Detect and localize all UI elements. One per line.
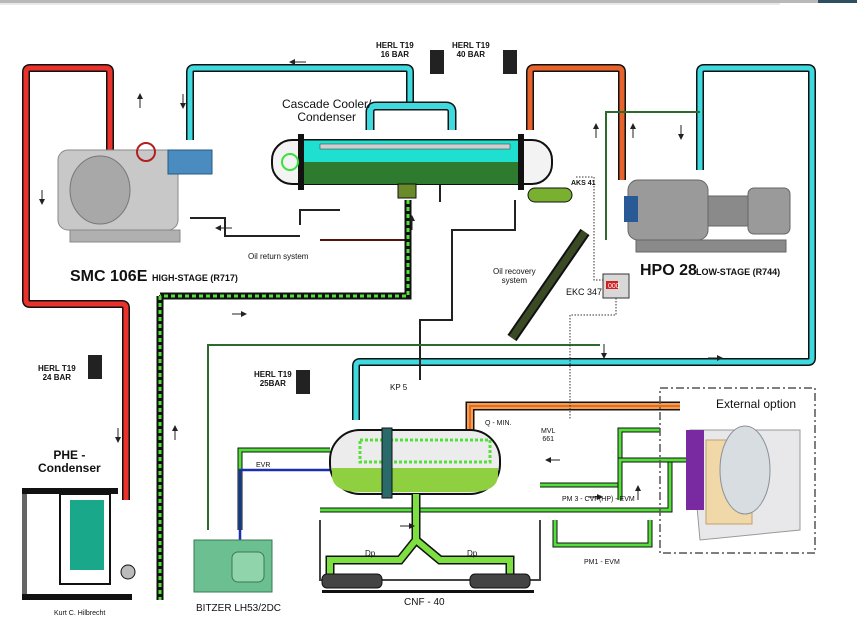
liquid-return-line	[156, 200, 412, 600]
valve-pressure: 40 BAR	[456, 49, 486, 59]
ekc-347-controller	[602, 273, 630, 299]
valve-pressure: 25BAR	[259, 378, 286, 388]
ekc-347-label: EKC 347	[566, 287, 603, 297]
bitzer-unit	[193, 539, 273, 593]
aks-41-label: AKS 41	[571, 180, 596, 187]
co2-receiver-vessel	[329, 427, 501, 499]
safety-valve-16bar	[430, 50, 444, 74]
valve-model: HERL T19	[254, 370, 292, 379]
safety-valve-25bar	[296, 370, 310, 394]
dp-right-label: Dp	[467, 549, 478, 558]
external-option-label: External option	[716, 397, 797, 411]
window-top-shadow	[0, 3, 780, 5]
co2-liquid-line	[465, 401, 680, 440]
valve-pressure: 24 BAR	[42, 372, 72, 382]
smc-106e-compressor	[57, 142, 213, 243]
valve-model: HERL T19	[376, 41, 414, 50]
high-stage-label: HIGH-STAGE (R717)	[152, 273, 238, 283]
evr-label: EVR	[256, 462, 271, 469]
pm3-label: PM 3 - CVP(HP) - EVM	[562, 496, 635, 503]
external-option-box	[659, 387, 816, 554]
dp-left-label: Dp	[365, 549, 376, 558]
window-top-corner	[818, 0, 857, 3]
cnf-40-label: CNF - 40	[404, 597, 445, 608]
hpo-28-compressor	[624, 179, 791, 253]
flow-arrows	[39, 59, 723, 529]
pm1-label: PM1 - EVM	[584, 559, 620, 566]
oil-recovery-line1: Oil recovery	[493, 267, 536, 276]
safety-valve-24bar-label: HERL T19 24 BAR	[38, 364, 76, 383]
low-stage-label: LOW-STAGE (R744)	[696, 267, 781, 277]
hpo-model-label: HPO 28	[640, 262, 697, 279]
safety-valve-25bar-label: HERL T19 25BAR	[254, 370, 292, 389]
co2-discharge-line	[526, 64, 626, 180]
oil-recovery-tube	[507, 228, 590, 342]
q-min-label: Q - MIN.	[485, 420, 512, 427]
phe-line2: Condenser	[38, 461, 101, 476]
smc-model-label: SMC 106E	[70, 268, 148, 285]
mvl-661-label: MVL 661	[541, 428, 555, 443]
phe-condenser-label: PHE - Condenser	[38, 448, 101, 476]
window-top-bar	[0, 0, 857, 3]
safety-valve-16bar-label: HERL T19 16 BAR	[376, 41, 414, 60]
phe-line1: PHE -	[53, 448, 86, 462]
mvl-line2: 661	[542, 435, 555, 443]
oil-recovery-line2: system	[501, 275, 528, 285]
oil-recovery-label: Oil recovery system	[493, 267, 536, 286]
liquid-lines-bottom	[237, 427, 693, 581]
mvl-line1: MVL	[541, 428, 556, 435]
cascade-cooler-vessel	[271, 134, 553, 199]
kp-5-label: KP 5	[390, 383, 408, 392]
pump-manifold	[321, 494, 534, 593]
oil-separator	[527, 187, 573, 203]
safety-valve-40bar-label: HERL T19 40 BAR	[452, 41, 490, 60]
safety-valve-40bar	[503, 50, 517, 74]
signal-lines	[569, 176, 617, 420]
valve-model: HERL T19	[452, 41, 490, 50]
co2-suction-line	[352, 64, 816, 420]
ekc-display: 000	[608, 283, 620, 290]
hot-gas-line-r717	[22, 64, 130, 500]
credit-label: Kurt C. Hilbrecht	[54, 610, 106, 617]
safety-valve-24bar	[88, 355, 102, 379]
phe-condenser-unit	[22, 488, 136, 600]
cascade-cooler-line1: Cascade Cooler/	[282, 97, 372, 111]
cascade-cooler-label: Cascade Cooler/ Condenser	[282, 97, 372, 125]
control-line	[207, 344, 600, 530]
valve-pressure: 16 BAR	[380, 49, 410, 59]
blue-line	[238, 468, 340, 545]
valve-model: HERL T19	[38, 364, 76, 373]
cascade-cooler-line2: Condenser	[297, 110, 357, 125]
bitzer-label: BITZER LH53/2DC	[196, 603, 282, 614]
oil-return-label: Oil return system	[248, 252, 309, 261]
suction-line-r717	[186, 64, 457, 140]
